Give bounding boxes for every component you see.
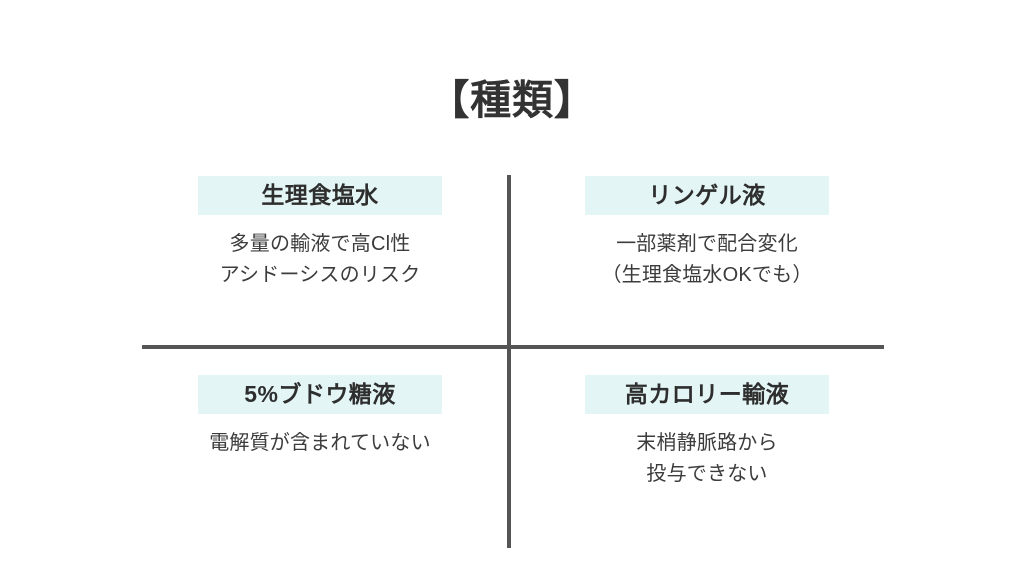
quadrant-header-glucose: 5%ブドウ糖液 <box>198 375 442 414</box>
body-line: （生理食塩水OKでも） <box>601 264 813 286</box>
quadrant-top-right: リンゲル液 一部薬剤で配合変化 （生理食塩水OKでも） <box>511 176 903 291</box>
quadrant-bottom-right: 高カロリー輸液 末梢静脈路から 投与できない <box>511 375 903 490</box>
divider-vertical <box>507 175 511 548</box>
body-line: アシドーシスのリスク <box>219 264 421 286</box>
quadrant-header-saline: 生理食塩水 <box>198 176 442 215</box>
quadrant-body-glucose: 電解質が含まれていない <box>124 428 516 459</box>
body-line: 一部薬剤で配合変化 <box>616 233 798 255</box>
quadrant-bottom-left: 5%ブドウ糖液 電解質が含まれていない <box>124 375 516 459</box>
quadrant-header-ringer: リンゲル液 <box>585 176 829 215</box>
divider-horizontal <box>142 345 884 349</box>
body-line: 投与できない <box>646 463 768 485</box>
body-line: 電解質が含まれていない <box>209 432 431 454</box>
quadrant-body-high-calorie: 末梢静脈路から 投与できない <box>511 428 903 490</box>
body-line: 末梢静脈路から <box>636 432 778 454</box>
quadrant-header-high-calorie: 高カロリー輸液 <box>585 375 829 414</box>
page-title: 【種類】 <box>428 77 596 123</box>
quadrant-body-ringer: 一部薬剤で配合変化 （生理食塩水OKでも） <box>511 229 903 291</box>
body-line: 多量の輸液で高Cl性 <box>229 233 411 255</box>
quadrant-body-saline: 多量の輸液で高Cl性 アシドーシスのリスク <box>124 229 516 291</box>
quadrant-top-left: 生理食塩水 多量の輸液で高Cl性 アシドーシスのリスク <box>124 176 516 291</box>
